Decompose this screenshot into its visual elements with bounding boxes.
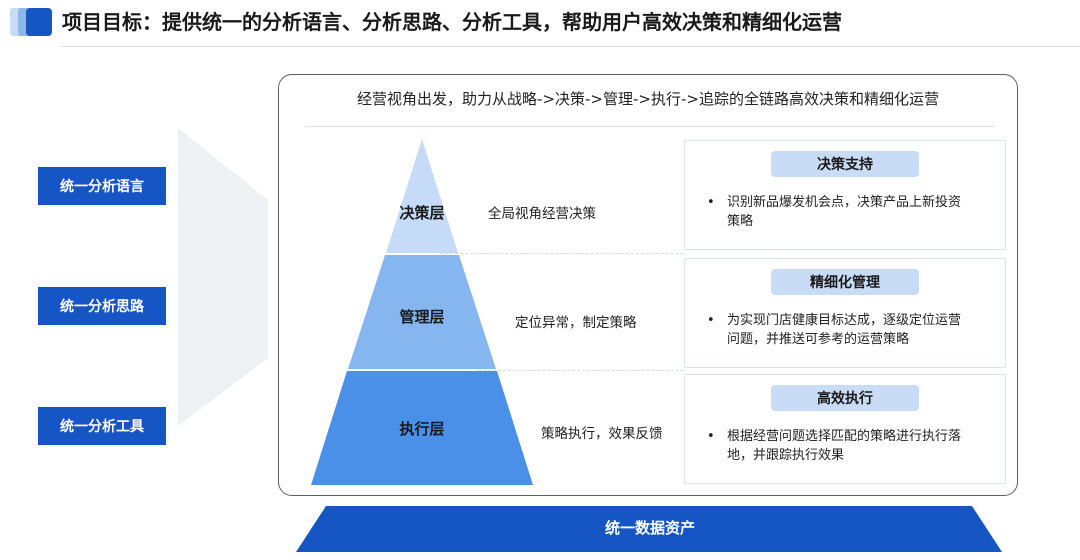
layer-label-management: 管理层 (399, 308, 445, 326)
bullet-icon: • (707, 429, 715, 444)
layer-label-decision: 决策层 (399, 204, 445, 222)
header-divider (60, 46, 1080, 47)
card-text-line: 地，并跟踪执行效果 (727, 448, 845, 463)
layer-separator (478, 370, 684, 371)
page-title: 项目目标：提供统一的分析语言、分析思路、分析工具，帮助用户高效决策和精细化运营 (62, 10, 842, 34)
card-title: 高效执行 (771, 385, 919, 411)
pyramid-layer-top (386, 139, 458, 253)
pyramid-layer-middle (348, 255, 496, 369)
card-text-line: 根据经营问题选择匹配的策略进行执行落 (727, 429, 962, 444)
card-body: • 根据经营问题选择匹配的策略进行执行落地，并跟踪执行效果 (707, 427, 987, 465)
pyramid (311, 139, 533, 485)
card-body: • 为实现门店健康目标达成，逐级定位运营问题，并推送可参考的运营策略 (707, 311, 987, 349)
layer-desc-decision: 全局视角经营决策 (488, 206, 596, 222)
data-asset-label: 统一数据资产 (604, 519, 695, 537)
layer-separator (440, 253, 684, 254)
card-title: 精细化管理 (771, 269, 919, 295)
data-asset-base (296, 506, 1002, 552)
left-item-approach: 统一分析思路 (38, 287, 166, 325)
panel-rule (305, 126, 995, 127)
card-title: 决策支持 (771, 151, 919, 177)
card-body: • 识别新品爆发机会点，决策产品上新投资策略 (707, 193, 987, 231)
panel-subtitle: 经营视角出发，助力从战略->决策->管理->执行->追踪的全链路高效决策和精细化… (357, 90, 939, 108)
layer-desc-execution: 策略执行，效果反馈 (541, 426, 663, 442)
left-item-language: 统一分析语言 (38, 167, 166, 205)
left-item-tools: 统一分析工具 (38, 407, 166, 445)
layer-label-execution: 执行层 (399, 420, 445, 438)
funnel-connector (178, 128, 268, 426)
card-text-line: 策略 (727, 214, 754, 229)
bullet-icon: • (707, 195, 715, 210)
card-text-line: 识别新品爆发机会点，决策产品上新投资 (727, 195, 962, 210)
card-text-line: 为实现门店健康目标达成，逐级定位运营 (727, 313, 962, 328)
header-logo-mark (10, 8, 52, 36)
card-fine-management: 精细化管理 • 为实现门店健康目标达成，逐级定位运营问题，并推送可参考的运营策略 (684, 258, 1006, 368)
card-efficient-execution: 高效执行 • 根据经营问题选择匹配的策略进行执行落地，并跟踪执行效果 (684, 374, 1006, 484)
card-decision-support: 决策支持 • 识别新品爆发机会点，决策产品上新投资策略 (684, 140, 1006, 250)
bullet-icon: • (707, 313, 715, 328)
pyramid-layer-bottom (311, 371, 533, 485)
card-text-line: 问题，并推送可参考的运营策略 (727, 332, 910, 347)
layer-desc-management: 定位异常，制定策略 (515, 315, 637, 331)
